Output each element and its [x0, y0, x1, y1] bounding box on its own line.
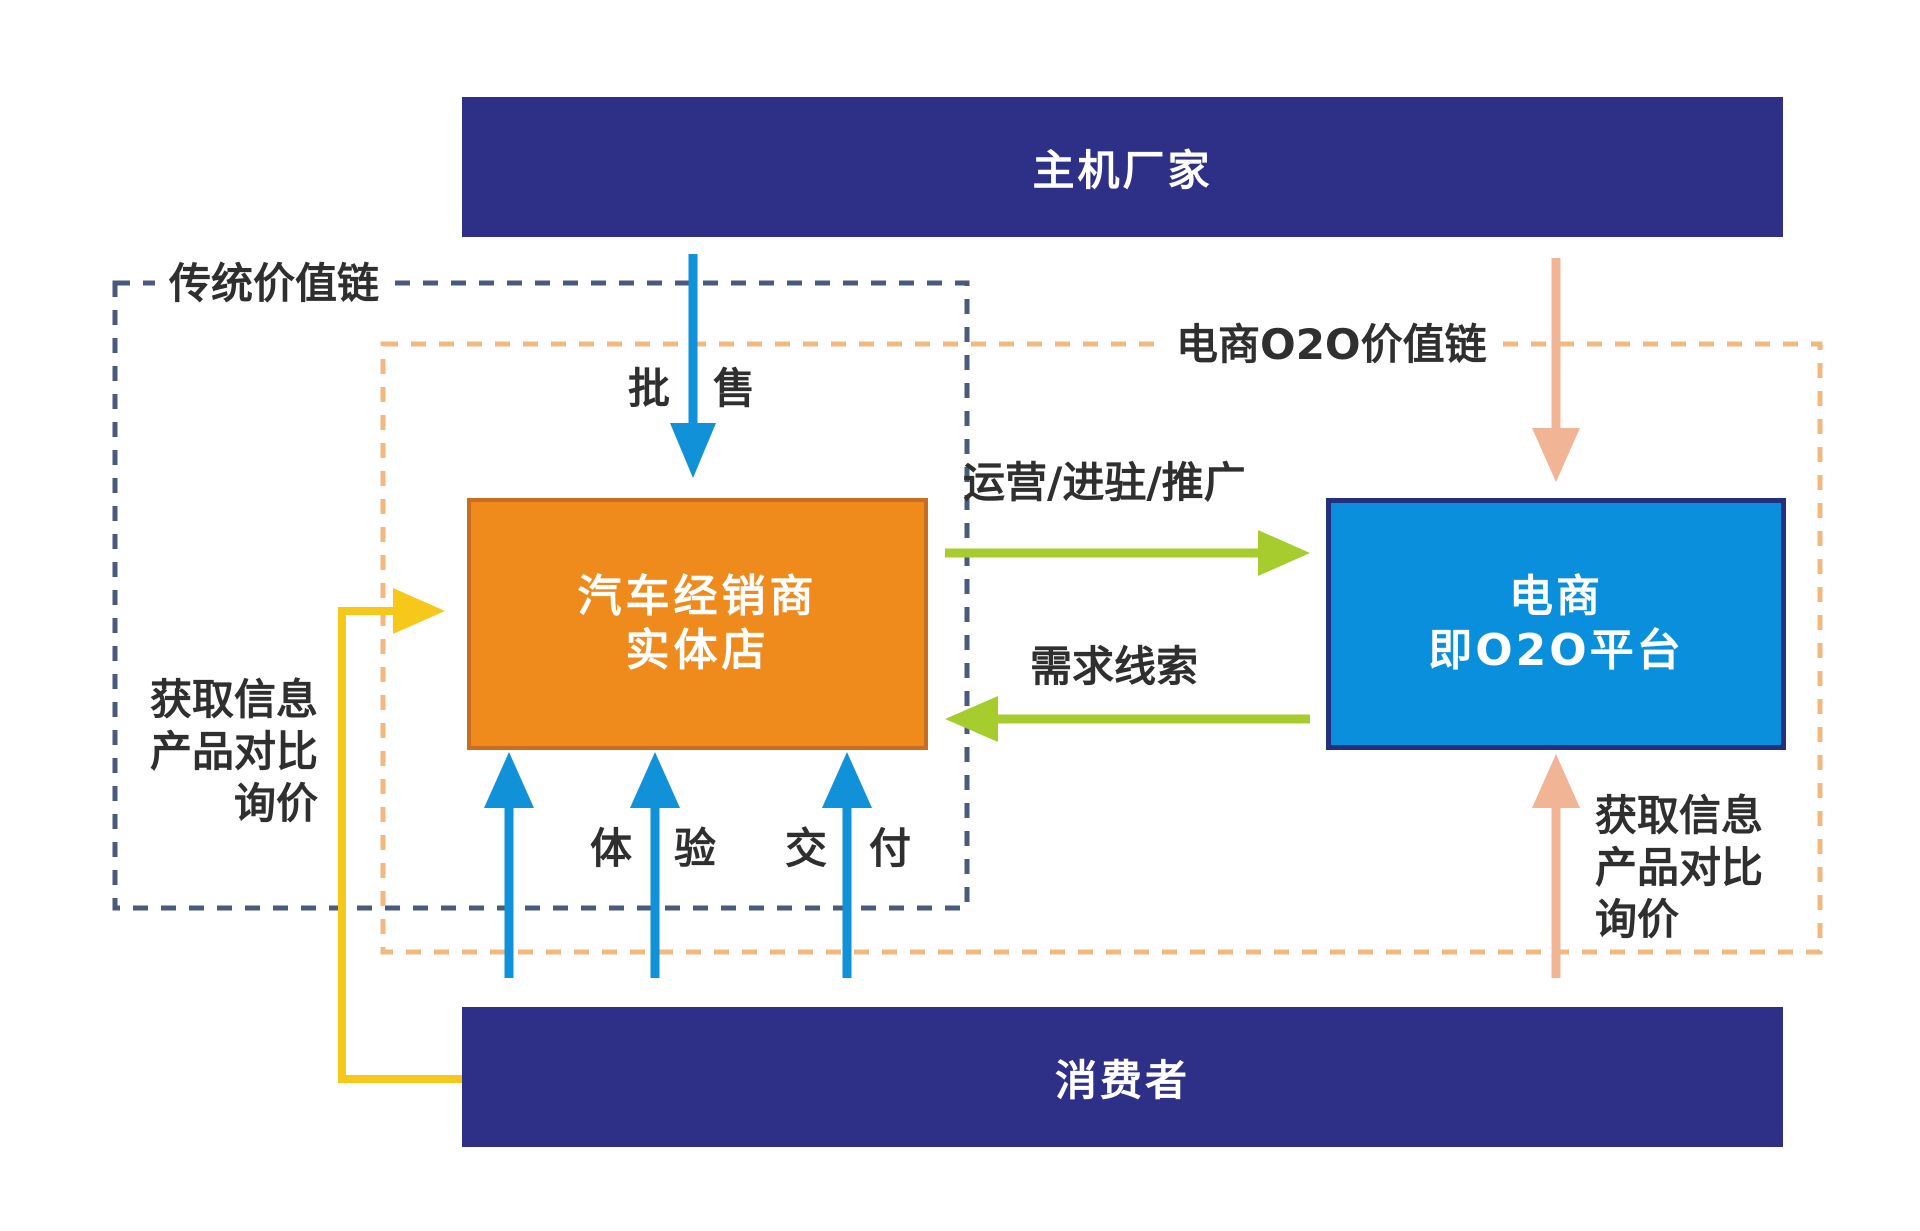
manufacturer-box: 主机厂家	[462, 97, 1783, 237]
wholesale-label-char1: 批	[628, 364, 671, 413]
right-info-line1: 获取信息	[1595, 791, 1764, 840]
operations-label: 运营/进驻/推广	[963, 458, 1246, 507]
consumer-label: 消费者	[1054, 1055, 1190, 1105]
traditional-chain-frame	[112, 280, 970, 911]
dealer-line2: 实体店	[625, 625, 770, 676]
left-info-labels: 获取信息 产品对比 询价	[118, 674, 318, 830]
right-info-labels: 获取信息 产品对比 询价	[1595, 790, 1763, 946]
consumer-box: 消费者	[462, 1007, 1783, 1147]
delivery-label-char2: 付	[869, 824, 912, 873]
dealer-box: 汽车经销商 实体店	[467, 498, 928, 750]
left-info-line3: 询价	[233, 779, 318, 828]
operations-arrow	[945, 530, 1310, 576]
consumer-to-dealer-arrow-1	[484, 752, 534, 978]
platform-line2: 即O2O平台	[1428, 625, 1684, 676]
consumer-to-dealer-arrow-3	[822, 752, 872, 978]
demand-leads-arrow	[945, 696, 1310, 742]
platform-line1: 电商	[1509, 571, 1603, 622]
consumer-info-loop-arrow	[338, 588, 462, 1083]
manufacturer-to-platform-arrow	[1532, 258, 1580, 482]
o2o-chain-frame	[380, 341, 1823, 955]
wholesale-arrow	[670, 254, 716, 478]
left-info-line1: 获取信息	[149, 675, 318, 724]
left-info-line2: 产品对比	[149, 727, 318, 776]
demand-leads-label: 需求线索	[1030, 642, 1199, 691]
delivery-label-char1: 交	[785, 824, 828, 873]
wholesale-label-char2: 售	[713, 364, 756, 413]
o2o-chain-label: 电商O2O价值链	[1162, 324, 1501, 366]
consumer-to-dealer-arrow-2	[630, 752, 680, 978]
consumer-to-platform-arrow	[1532, 754, 1580, 978]
dealer-line1: 汽车经销商	[577, 571, 818, 622]
traditional-chain-label: 传统价值链	[155, 263, 394, 305]
ecommerce-platform-box: 电商 即O2O平台	[1326, 498, 1786, 750]
right-info-line2: 产品对比	[1595, 843, 1764, 892]
experience-label-char1: 体	[590, 824, 633, 873]
right-info-line3: 询价	[1595, 895, 1680, 944]
manufacturer-label: 主机厂家	[1032, 145, 1213, 195]
experience-label-char2: 验	[674, 824, 717, 873]
